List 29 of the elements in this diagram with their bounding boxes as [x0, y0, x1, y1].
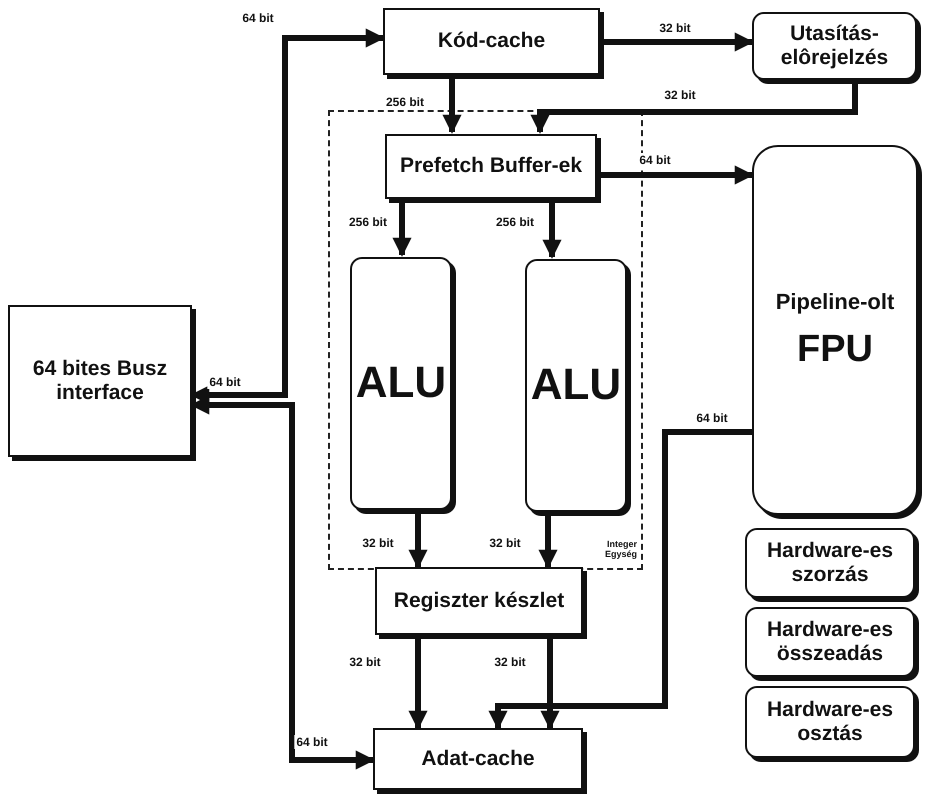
- node-label: Hardware-es osztás: [766, 698, 894, 746]
- node-label: Hardware-es szorzás: [766, 538, 894, 588]
- node-label: 64 bites Busz interface: [32, 356, 168, 406]
- edge-label: 256 bit: [347, 215, 389, 229]
- edge-label: 64 bit: [240, 11, 276, 25]
- edge-label: 32 bit: [347, 655, 383, 669]
- edge-label: 32 bit: [492, 655, 528, 669]
- edge-label: 32 bit: [657, 21, 693, 35]
- node-label: Utasítás- elôrejelzés: [780, 22, 890, 70]
- edge-label: 256 bit: [384, 95, 426, 109]
- edge-label: 256 bit: [494, 215, 536, 229]
- node-label: ALU: [354, 358, 448, 409]
- edge-label: 64 bit: [694, 411, 730, 425]
- node-label: Kód-cache: [436, 29, 546, 54]
- edge-label: 64 bit: [637, 153, 673, 167]
- region-label: Integer Egység: [604, 540, 637, 560]
- bus-arrow: [488, 429, 752, 730]
- node-label: Pipeline-olt: [774, 288, 896, 314]
- node-label: Regiszter készlet: [392, 588, 566, 614]
- edge-label: 64 bit: [294, 735, 330, 749]
- edge-label: 32 bit: [662, 88, 698, 102]
- node-label: ALU: [530, 360, 622, 411]
- node-label: Adat-cache: [420, 746, 536, 772]
- edge-label: 32 bit: [487, 536, 523, 550]
- bus-width-label: 64 bit: [207, 375, 243, 389]
- edge-label: 32 bit: [360, 536, 396, 550]
- node-label: FPU: [796, 328, 874, 372]
- node-label: Hardware-es összeadás: [766, 618, 894, 666]
- node-label: Prefetch Buffer-ek: [398, 154, 584, 179]
